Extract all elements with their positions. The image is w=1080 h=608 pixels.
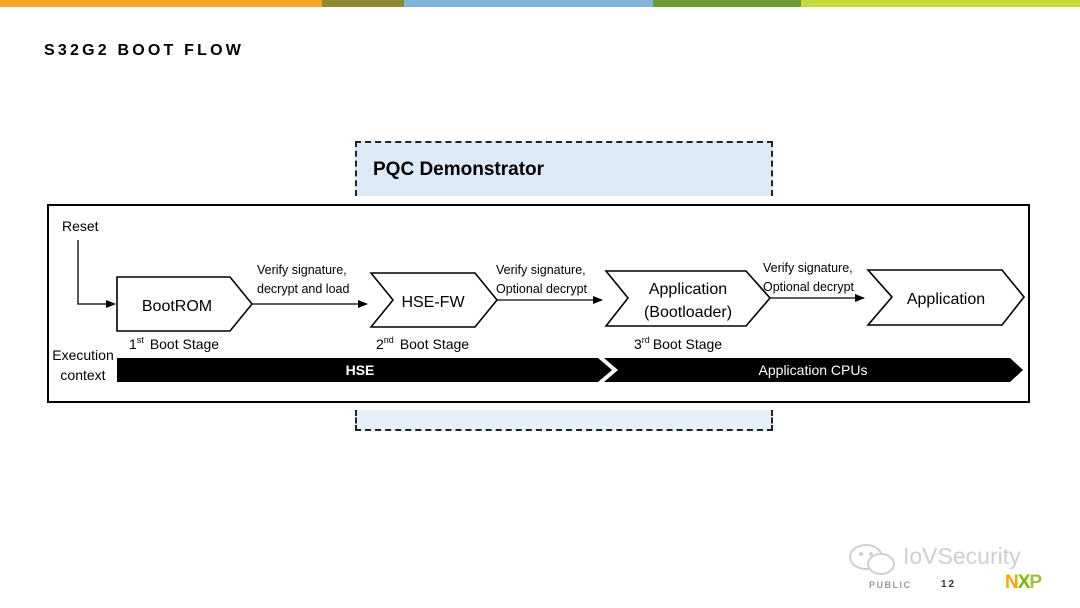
color-bar-segment <box>801 0 1080 7</box>
stage-label: Application <box>907 291 985 308</box>
stage-label: (Bootloader) <box>644 304 732 321</box>
arrow-annotation: decrypt and load <box>257 282 349 296</box>
logo-letter: P <box>1029 572 1042 593</box>
reset-arrow <box>77 240 116 308</box>
color-bar-segment <box>0 0 322 7</box>
page-title: S32G2 BOOT FLOW <box>44 42 245 59</box>
hse-context-label: HSE <box>346 362 375 378</box>
pqc-demonstrator-label: PQC Demonstrator <box>373 159 545 180</box>
arrow-annotation: Optional decrypt <box>763 280 855 294</box>
arrow-annotation: Verify signature, <box>496 263 586 277</box>
execution-context-label: Execution <box>52 347 113 363</box>
classification-label: PUBLIC <box>869 580 912 590</box>
top-color-bar <box>0 0 1080 7</box>
stage-label: BootROM <box>142 298 212 315</box>
arrow-annotation: Verify signature, <box>257 263 347 277</box>
bootloader-stage-box <box>604 270 772 327</box>
hse-context-bar <box>117 358 612 382</box>
pqc-demonstrator-region: PQC Demonstrator <box>355 141 773 196</box>
arrow-annotation: Verify signature, <box>763 261 853 275</box>
application-stage-box <box>866 269 1026 326</box>
execution-context-label: context <box>60 367 105 383</box>
chat-bubble-icon <box>849 544 895 575</box>
color-bar-segment <box>322 0 404 7</box>
reset-label: Reset <box>62 218 99 234</box>
stage-label: Application <box>649 281 727 298</box>
application-cpus-context-bar <box>604 358 1023 382</box>
bootrom-stage-box <box>116 276 254 332</box>
logo-letter: X <box>1017 572 1031 593</box>
stage-label: HSE-FW <box>401 294 465 311</box>
watermark-text: IoVSecurity <box>903 543 1021 569</box>
logo-letter: N <box>1005 572 1019 593</box>
application-cpus-label: Application CPUs <box>759 362 868 378</box>
color-bar-segment <box>653 0 801 7</box>
color-bar-segment <box>404 0 653 7</box>
hse-fw-stage-box <box>369 272 499 328</box>
arrow-annotation: Optional decrypt <box>496 282 588 296</box>
pqc-demonstrator-region-bottom <box>355 410 773 431</box>
nxp-logo: NXP <box>1005 572 1042 594</box>
page-number: 12 <box>941 579 957 590</box>
